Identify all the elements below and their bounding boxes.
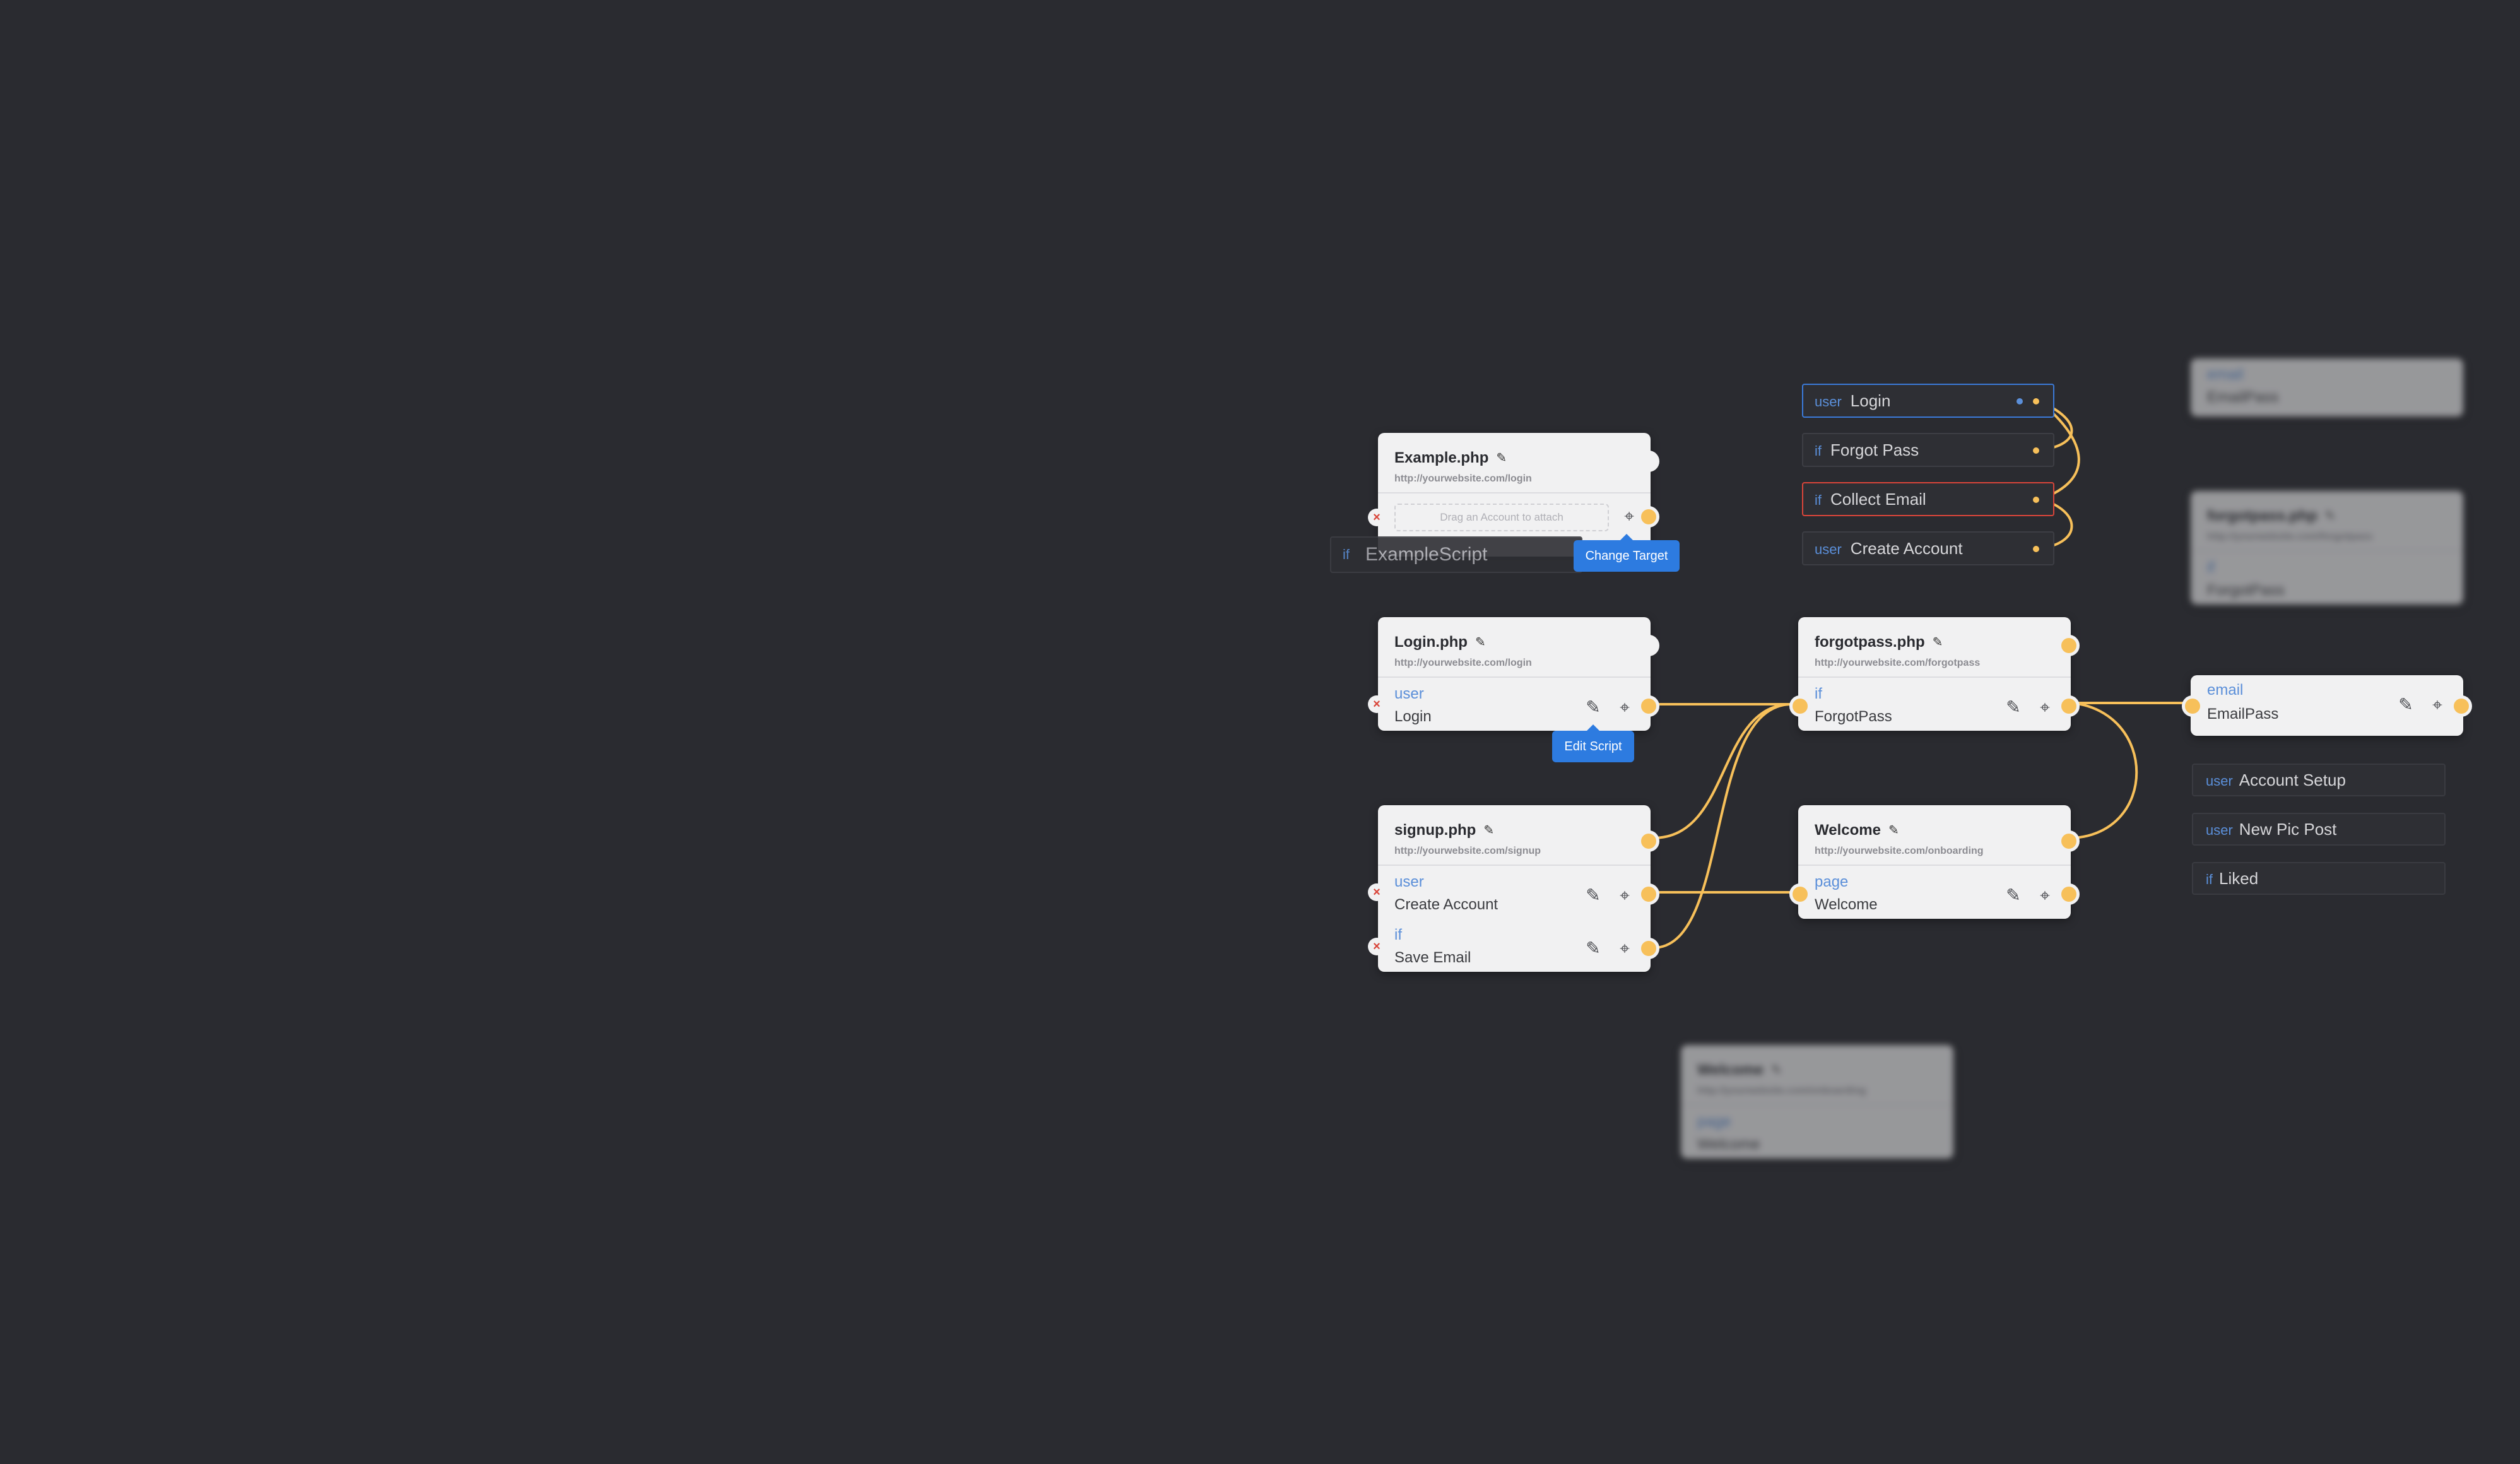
- pencil-icon[interactable]: ✎: [1496, 451, 1507, 465]
- wire-save-forgot: [1652, 703, 1793, 949]
- close-icon[interactable]: ×: [1368, 938, 1386, 955]
- input-port[interactable]: [2182, 695, 2203, 717]
- wire-forgot-welcome: [2072, 702, 2138, 839]
- node-url: http://yourwebsite.com/login: [1394, 658, 1532, 668]
- ghost-node-welcome: Welcome✎ http://yourwebsite.com/onboardi…: [1681, 1045, 1953, 1159]
- drop-zone[interactable]: Drag an Account to attach: [1394, 504, 1609, 531]
- pencil-icon[interactable]: ✎: [1483, 824, 1495, 837]
- output-port[interactable]: [2058, 695, 2080, 717]
- node-title: Welcome: [1815, 822, 1881, 839]
- edit-script-icon[interactable]: ✎: [1586, 697, 1601, 717]
- ghost-node-email: email EmailPass: [2191, 358, 2463, 416]
- node-signup[interactable]: signup.php ✎ http://yourwebsite.com/signu…: [1368, 805, 1659, 972]
- output-port[interactable]: [1638, 830, 1659, 852]
- node-emailpass[interactable]: email EmailPass ✎ ⌖: [2182, 675, 2472, 736]
- node-login[interactable]: Login.php✎ http://yourwebsite.com/login …: [1368, 617, 1659, 731]
- script-row[interactable]: if Save Email ✎ ⌖: [1378, 919, 1651, 972]
- node-url: http://yourwebsite.com/forgotpass: [1815, 658, 1981, 668]
- output-port[interactable]: [1638, 451, 1659, 472]
- crosshair-target-icon[interactable]: ⌖: [2040, 885, 2050, 905]
- output-port[interactable]: [2451, 695, 2472, 717]
- pencil-icon[interactable]: ✎: [1932, 635, 1943, 649]
- output-port[interactable]: [2058, 883, 2080, 905]
- edit-script-icon[interactable]: ✎: [1586, 938, 1601, 958]
- crosshair-target-icon[interactable]: ⌖: [1620, 938, 1630, 958]
- node-example[interactable]: Example.php ✎ http://yourwebsite.com/logi…: [1368, 433, 1659, 557]
- crosshair-target-icon[interactable]: ⌖: [1620, 885, 1630, 905]
- node-url: http://yourwebsite.com/onboarding: [1815, 846, 1984, 856]
- close-icon[interactable]: ×: [1368, 695, 1386, 713]
- change-target-tooltip: Change Target: [1574, 534, 1680, 572]
- ghost-node-forgotpass: forgotpass.php✎ http://yourwebsite.com/f…: [2191, 491, 2463, 605]
- node-title: Login.php: [1394, 634, 1468, 651]
- node-title: forgotpass.php: [1815, 634, 1925, 651]
- edit-script-icon[interactable]: ✎: [2398, 695, 2413, 714]
- output-port[interactable]: [1638, 938, 1659, 959]
- edit-script-icon[interactable]: ✎: [1586, 885, 1601, 905]
- close-icon[interactable]: ×: [1368, 883, 1386, 901]
- script-row[interactable]: user Create Account ✎ ⌖: [1378, 866, 1651, 919]
- output-port[interactable]: [1638, 883, 1659, 905]
- input-port[interactable]: [1789, 883, 1811, 905]
- output-port[interactable]: [1638, 695, 1659, 717]
- output-port[interactable]: [2058, 635, 2080, 656]
- edit-script-tooltip: Edit Script: [1552, 724, 1634, 762]
- script-row[interactable]: user Login ✎ ⌖: [1378, 678, 1651, 731]
- crosshair-target-icon[interactable]: ⌖: [2432, 695, 2442, 714]
- crosshair-target-icon[interactable]: ⌖: [2040, 697, 2050, 717]
- crosshair-target-icon[interactable]: ⌖: [1620, 697, 1630, 717]
- node-welcome[interactable]: Welcome ✎ http://yourwebsite.com/onboardi…: [1789, 805, 2080, 919]
- pencil-icon[interactable]: ✎: [1475, 635, 1486, 649]
- output-port[interactable]: [1638, 506, 1659, 528]
- edit-script-icon[interactable]: ✎: [2006, 697, 2021, 717]
- dragged-script-chip[interactable]: if ExampleScript: [1330, 536, 1582, 573]
- crosshair-target-icon[interactable]: ⌖: [1624, 506, 1634, 526]
- pencil-icon[interactable]: ✎: [1888, 824, 1899, 837]
- input-port[interactable]: [1789, 695, 1811, 717]
- node-forgotpass[interactable]: forgotpass.php ✎ http://yourwebsite.com/f…: [1789, 617, 2080, 731]
- node-title: Example.php: [1394, 449, 1489, 466]
- edit-script-icon[interactable]: ✎: [2006, 885, 2021, 905]
- script-row[interactable]: page Welcome ✎ ⌖: [1798, 866, 2071, 919]
- output-port[interactable]: [2058, 830, 2080, 852]
- node-url: http://yourwebsite.com/signup: [1394, 846, 1541, 856]
- node-title: signup.php: [1394, 822, 1476, 839]
- script-row[interactable]: email EmailPass ✎ ⌖: [2191, 675, 2463, 736]
- node-url: http://yourwebsite.com/login: [1394, 473, 1532, 484]
- pencil-icon: ✎: [2324, 509, 2336, 523]
- wire-signup-forgot: [1652, 703, 1793, 839]
- script-row[interactable]: if ForgotPass ✎ ⌖: [1798, 678, 2071, 731]
- pencil-icon: ✎: [1770, 1063, 1782, 1077]
- close-icon[interactable]: ×: [1368, 509, 1386, 526]
- output-port[interactable]: [1638, 635, 1659, 656]
